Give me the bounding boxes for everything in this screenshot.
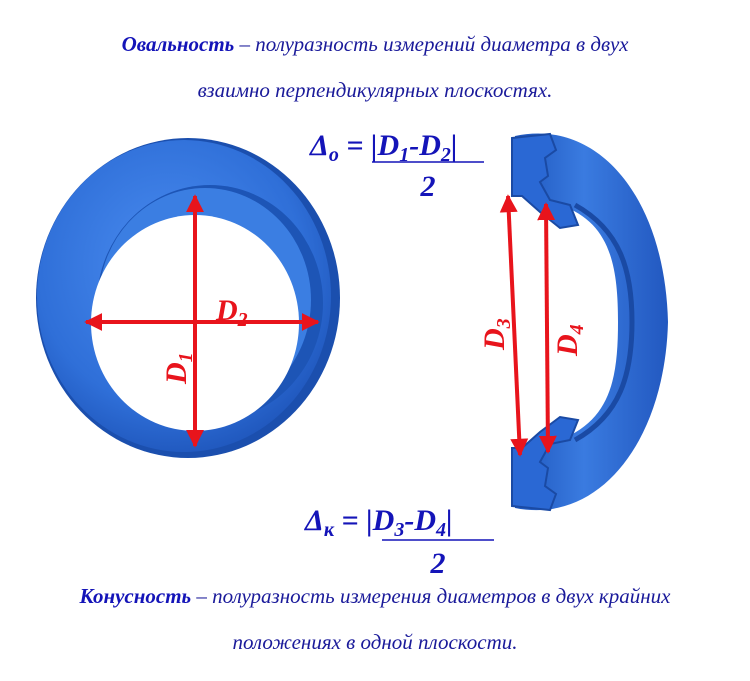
taper-definition-line2: положениях в одной плоскости. — [0, 632, 750, 653]
taper-definition-line1: Конусность – полуразность измерения диам… — [0, 586, 750, 607]
d3-label: D3 — [478, 318, 515, 351]
d4-arrow — [537, 202, 557, 454]
taper-formula-denominator: 2 — [430, 547, 446, 580]
d3-arrow — [499, 194, 529, 457]
taper-formula-numerator: Δк = |D3-D4| — [304, 504, 453, 541]
ovality-formula: Δо = |D1-D2| 2 — [309, 129, 484, 203]
taper-text-line2: положениях в одной плоскости. — [232, 630, 518, 654]
taper-term: Конусность — [79, 584, 192, 608]
ovality-formula-denominator: 2 — [420, 170, 436, 203]
ovality-text-line2: взаимно перпендикулярных плоскостях. — [197, 78, 553, 102]
ovality-formula-numerator: Δо = |D1-D2| — [309, 129, 457, 166]
half-seal-inner-groove — [573, 202, 635, 443]
seal-half-section-view — [511, 132, 668, 512]
taper-formula: Δк = |D3-D4| 2 — [304, 504, 494, 580]
d2-label: D2 — [215, 294, 248, 331]
ovality-dash: – — [234, 32, 256, 56]
ovality-definition-line2: взаимно перпендикулярных плоскостях. — [0, 80, 750, 101]
ovality-text-line1: полуразность измерений диаметра в двух — [255, 32, 629, 56]
ovality-definition-line1: Овальность – полуразность измерений диам… — [0, 34, 750, 55]
d1-label: D1 — [160, 352, 197, 385]
half-seal-body — [515, 133, 668, 511]
d4-label: D4 — [551, 324, 588, 357]
ovality-term: Овальность — [121, 32, 235, 56]
taper-text-line1: полуразность измерения диаметров в двух … — [212, 584, 671, 608]
seal-ring-front-view — [36, 138, 340, 458]
taper-dash: – — [191, 584, 213, 608]
